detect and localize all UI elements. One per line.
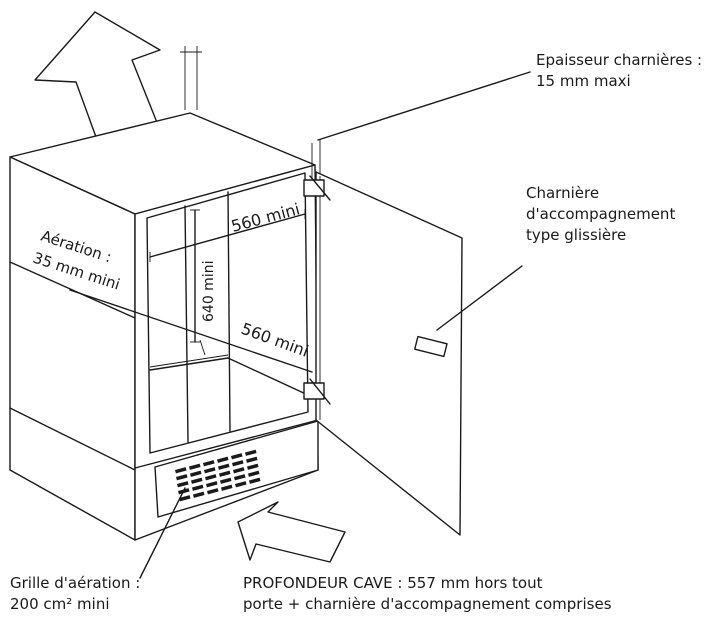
cave-depth-label: PROFONDEUR CAVE : 557 mm hors tout porte… bbox=[243, 574, 612, 613]
vent-slot bbox=[230, 453, 243, 460]
vent-slot bbox=[192, 491, 205, 498]
vent-slot bbox=[219, 470, 231, 477]
vent-slot bbox=[232, 460, 244, 467]
vent-slot bbox=[179, 495, 191, 502]
plinth bbox=[154, 420, 319, 518]
vent-slot bbox=[205, 481, 218, 488]
vent-slot bbox=[189, 470, 202, 477]
hinge-icon bbox=[303, 175, 331, 405]
cabinet-door bbox=[315, 171, 463, 536]
vent-grille-label: Grille d'aération : 200 cm² mini bbox=[10, 574, 141, 613]
door-handle-icon bbox=[414, 335, 448, 358]
cabinet-side-panel bbox=[9, 156, 136, 541]
vent-slot bbox=[175, 474, 188, 481]
vent-slot bbox=[246, 463, 259, 470]
airflow-in-arrow-icon bbox=[237, 501, 346, 563]
hinge-type-label: Charnière d'accompagnement type glissièr… bbox=[526, 184, 676, 244]
vent-slot bbox=[207, 488, 219, 495]
vent-slot bbox=[203, 467, 216, 474]
vent-slot bbox=[205, 474, 217, 481]
vent-slot bbox=[232, 467, 245, 474]
vent-slot bbox=[221, 484, 233, 491]
vent-slot bbox=[175, 467, 187, 474]
vent-slot bbox=[176, 481, 189, 488]
vent-slot bbox=[190, 477, 203, 484]
vent-slot bbox=[220, 477, 232, 484]
airflow-up-arrow-icon bbox=[34, 11, 161, 149]
vent-slot bbox=[245, 456, 258, 463]
vent-slot bbox=[248, 477, 261, 484]
vent-slot bbox=[188, 463, 201, 470]
vent-slot bbox=[234, 481, 247, 488]
vent-slot bbox=[217, 456, 229, 463]
vent-slot bbox=[191, 484, 204, 491]
vent-grille-slots bbox=[175, 449, 261, 502]
vent-slot bbox=[244, 449, 257, 456]
vent-slot bbox=[218, 463, 230, 470]
hinge-thickness-label: Epaisseur charnières : 15 mm maxi bbox=[536, 51, 703, 90]
dimension-height: 640 mini bbox=[201, 261, 217, 322]
vent-slot bbox=[203, 460, 215, 467]
vent-slot bbox=[234, 474, 246, 481]
vent-slot bbox=[247, 470, 260, 477]
